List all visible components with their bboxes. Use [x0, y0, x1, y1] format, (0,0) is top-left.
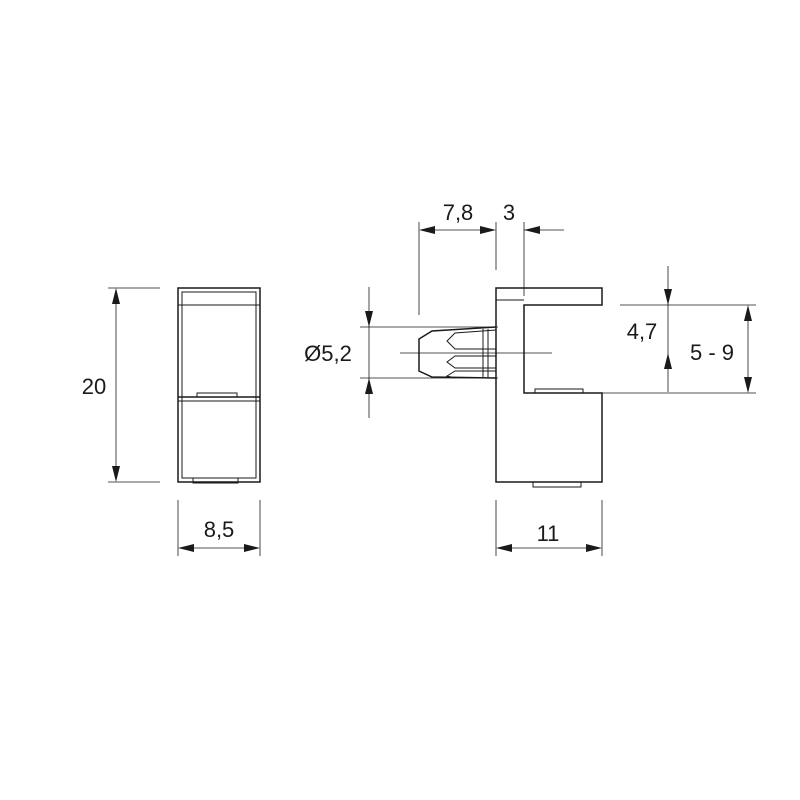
dim-slot-arrow-top — [664, 289, 672, 305]
dim-range-arrow-bottom — [744, 377, 752, 393]
pin-rib-1 — [446, 329, 497, 350]
pin-rib-3 — [445, 370, 496, 379]
dim-width-front-label: 8,5 — [204, 517, 235, 542]
side-view-bottom-pad — [532, 481, 582, 488]
dim-range-arrow-top — [744, 305, 752, 321]
dim-depth-label: 7,8 — [443, 200, 474, 225]
dim-height-arrow-top — [112, 288, 120, 304]
dim-range-label: 5 - 9 — [690, 340, 734, 365]
dim-slot-arrow-bottom — [664, 353, 672, 369]
dim-width-front-arrow-right — [244, 544, 260, 552]
dim-width-side-label: 11 — [537, 521, 560, 546]
dim-depth-arrow-left — [419, 226, 435, 234]
front-view-body — [177, 287, 261, 483]
pin-rib-2 — [446, 355, 496, 369]
dim-diameter-arrow-top — [365, 311, 373, 327]
front-view-inner-outline — [181, 291, 257, 479]
side-view: Ø5,2 7,8 3 4,7 5 - 9 11 — [304, 200, 756, 556]
side-view-mid-pad — [534, 388, 584, 394]
dim-slot-label: 4,7 — [627, 319, 658, 344]
front-view-mid-pad — [196, 392, 238, 398]
dim-width-side-arrow-left — [496, 544, 512, 552]
side-view-body — [495, 287, 603, 483]
dim-thickness-label: 3 — [503, 200, 515, 225]
dim-thickness-arrow — [524, 226, 540, 234]
dim-width-front-arrow-left — [178, 544, 194, 552]
dim-height-arrow-bottom — [112, 466, 120, 482]
dim-depth-arrow-right — [480, 226, 496, 234]
dim-diameter-arrow-bottom — [365, 378, 373, 394]
pin-body — [418, 326, 497, 379]
front-view-bottom-pad — [192, 477, 239, 484]
dim-height-label: 20 — [82, 374, 106, 399]
dim-width-side-arrow-right — [586, 544, 602, 552]
front-view: 20 8,5 — [82, 287, 261, 556]
dim-diameter-label: Ø5,2 — [304, 341, 352, 366]
